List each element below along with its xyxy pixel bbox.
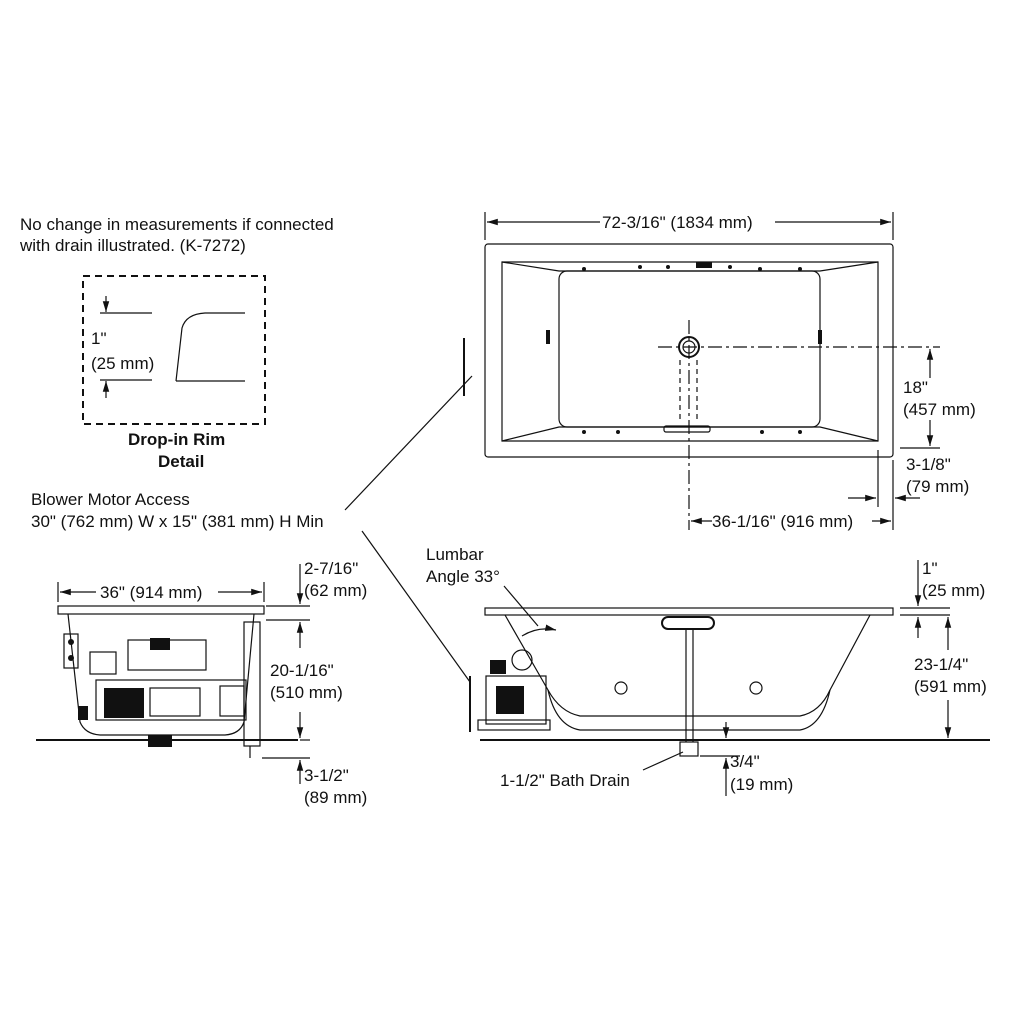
pump-motor-icon — [89, 651, 117, 675]
rim-detail-title-line1: Drop-in Rim — [128, 430, 225, 449]
side-drop-in: 3/4" — [730, 752, 760, 771]
blower-note-line2: 30" (762 mm) W x 15" (381 mm) H Min — [31, 512, 324, 531]
end-standpipe — [243, 621, 261, 747]
side-rim-in: 1" — [922, 559, 938, 578]
rim-detail: 1" (25 mm) — [82, 275, 266, 425]
end-drain-icon — [148, 735, 172, 747]
side-view — [477, 560, 990, 796]
end-base-in: 3-1/2" — [304, 766, 349, 785]
end-rim-in: 2-7/16" — [304, 559, 358, 578]
drain-note-line2: with drain illustrated. (K-7272) — [19, 236, 246, 255]
end-width: 36" (914 mm) — [100, 583, 202, 602]
plan-drain-depth-mm: (457 mm) — [903, 400, 976, 419]
side-pump-icon — [511, 649, 533, 671]
plan-overall-width: 72-3/16" (1834 mm) — [602, 213, 753, 232]
side-drain-icon — [679, 741, 699, 757]
plan-view — [484, 212, 940, 530]
end-height-in: 20-1/16" — [270, 661, 334, 680]
drain-grate-icon — [663, 425, 711, 433]
blower-leader-up — [344, 375, 473, 511]
rim-detail-dim-mm: (25 mm) — [91, 354, 154, 373]
rim-detail-frame — [82, 275, 266, 425]
bath-drain-label: 1-1/2" Bath Drain — [500, 771, 630, 790]
plan-rim-offset-mm: (79 mm) — [906, 477, 969, 496]
blower-leader-down — [361, 530, 471, 683]
overflow-cover-icon — [661, 616, 715, 630]
end-base-mm: (89 mm) — [304, 788, 367, 807]
lumbar-label-line1: Lumbar — [426, 545, 484, 564]
end-height-mm: (510 mm) — [270, 683, 343, 702]
rim-profile — [175, 312, 245, 382]
plan-drain-center: 36-1/16" (916 mm) — [712, 512, 853, 531]
side-height-in: 23-1/4" — [914, 655, 968, 674]
end-view — [36, 564, 310, 784]
side-jet-icon — [614, 681, 628, 695]
overflow-icon — [696, 262, 712, 268]
side-drop-mm: (19 mm) — [730, 775, 793, 794]
side-jet-icon — [749, 681, 763, 695]
control-box-icon — [63, 633, 79, 669]
rim-detail-dim-in: 1" — [91, 329, 107, 348]
side-rim-mm: (25 mm) — [922, 581, 985, 600]
side-height-mm: (591 mm) — [914, 677, 987, 696]
rim-detail-title-line2: Detail — [158, 452, 204, 471]
plan-drain-depth-in: 18" — [903, 378, 928, 397]
lumbar-label-line2: Angle 33° — [426, 567, 500, 586]
drain-note-line1: No change in measurements if connected — [20, 215, 334, 234]
end-rim-mm: (62 mm) — [304, 581, 367, 600]
side-rim — [484, 607, 894, 616]
plan-rim-offset-in: 3-1/8" — [906, 455, 951, 474]
blower-note-line1: Blower Motor Access — [31, 490, 190, 509]
end-rim — [57, 605, 265, 615]
